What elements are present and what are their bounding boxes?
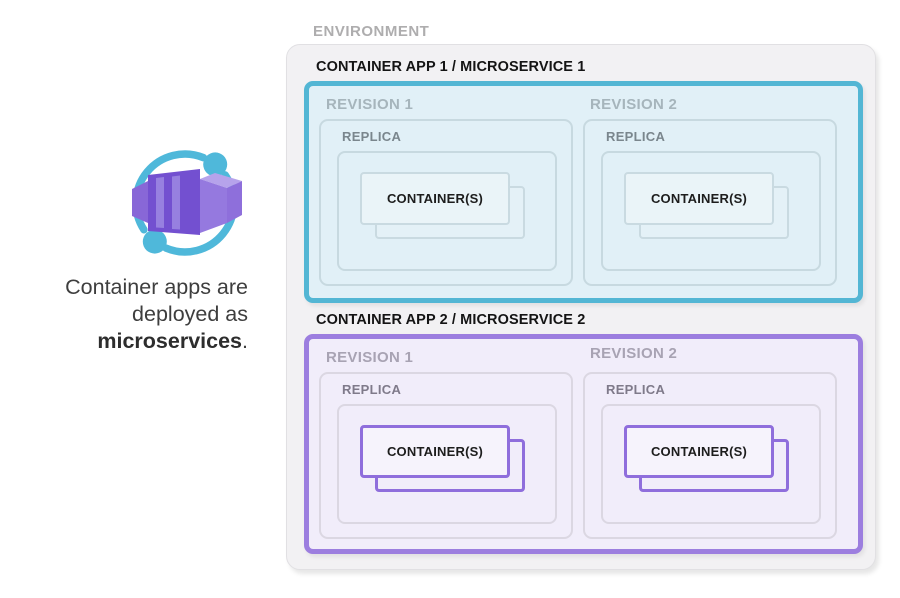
- azure-container-apps-icon: [132, 150, 242, 256]
- caption-line-3: microservices.: [28, 328, 248, 355]
- replica-label: REPLICA: [342, 129, 402, 144]
- orbit-node-bottom-icon: [142, 229, 167, 254]
- caption-line-1: Container apps are: [65, 275, 248, 299]
- replica-label: REPLICA: [606, 129, 666, 144]
- caption: Container apps are deployed as microserv…: [28, 274, 248, 355]
- containers-label: CONTAINER(S): [386, 444, 484, 459]
- revision-label: REVISION 2: [590, 96, 678, 113]
- replica-label: REPLICA: [342, 382, 402, 397]
- revision-label: REVISION 1: [326, 349, 414, 366]
- environment-label: ENVIRONMENT: [313, 23, 430, 40]
- app2-revision-2-column: REVISION 2 REPLICA CONTAINER(S): [583, 345, 837, 539]
- app1-revision-2-column: REVISION 2 REPLICA CONTAINER(S): [583, 96, 837, 286]
- revision-box: REPLICA CONTAINER(S): [583, 119, 837, 286]
- container-app-1-title: CONTAINER APP 1 / MICROSERVICE 1: [316, 59, 586, 75]
- container-box-front: CONTAINER(S): [360, 425, 510, 478]
- orbit-node-top-icon: [203, 152, 228, 177]
- revision-label: REVISION 2: [590, 345, 678, 362]
- app1-revision-1-column: REVISION 1 REPLICA CONTAINER(S): [319, 96, 573, 286]
- revision-box: REPLICA CONTAINER(S): [319, 119, 573, 286]
- container-box-front: CONTAINER(S): [360, 172, 510, 225]
- caption-emphasis: microservices: [97, 329, 243, 353]
- replica-box: CONTAINER(S): [601, 151, 821, 271]
- caption-suffix: .: [242, 329, 248, 353]
- container-box-front: CONTAINER(S): [624, 172, 774, 225]
- app2-revision-1-column: REVISION 1 REPLICA CONTAINER(S): [319, 349, 573, 539]
- containers-label: CONTAINER(S): [650, 444, 748, 459]
- revision-box: REPLICA CONTAINER(S): [319, 372, 573, 539]
- revision-box: REPLICA CONTAINER(S): [583, 372, 837, 539]
- containers-label: CONTAINER(S): [650, 191, 748, 206]
- replica-box: CONTAINER(S): [337, 151, 557, 271]
- environment-panel: CONTAINER APP 1 / MICROSERVICE 1 REVISIO…: [286, 44, 876, 570]
- container-app-2-panel: REVISION 1 REPLICA CONTAINER(S) REVISION…: [304, 334, 863, 554]
- container-app-2-title: CONTAINER APP 2 / MICROSERVICE 2: [316, 312, 586, 328]
- containers-label: CONTAINER(S): [386, 191, 484, 206]
- replica-box: CONTAINER(S): [337, 404, 557, 524]
- caption-line-2: deployed as: [132, 302, 248, 326]
- container-box-front: CONTAINER(S): [624, 425, 774, 478]
- container-cube-icon: [132, 169, 242, 235]
- replica-label: REPLICA: [606, 382, 666, 397]
- revision-label: REVISION 1: [326, 96, 414, 113]
- container-app-1-panel: REVISION 1 REPLICA CONTAINER(S) REVISION…: [304, 81, 863, 303]
- replica-box: CONTAINER(S): [601, 404, 821, 524]
